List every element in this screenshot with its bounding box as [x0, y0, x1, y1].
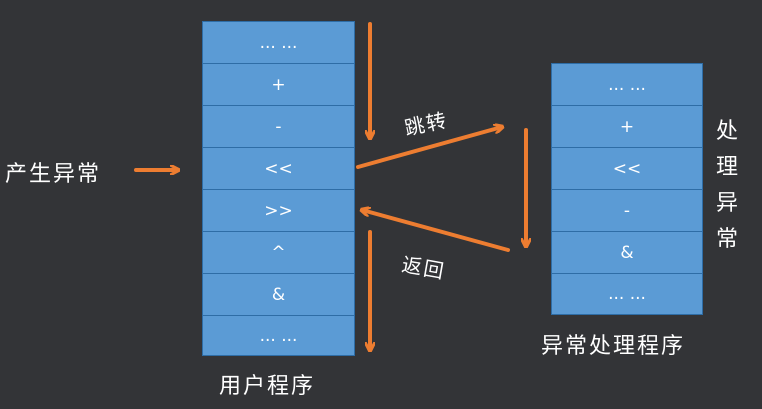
generate-exception-label: 产生异常 — [5, 162, 102, 187]
handle-exception-label: 处 理 异 常 — [716, 114, 738, 258]
handler-cell: ... ... — [551, 273, 703, 315]
handler-cell: & — [551, 231, 703, 274]
user-program-cell: ^ — [202, 231, 355, 274]
user-program-cell: - — [202, 105, 355, 148]
user-program-cell: << — [202, 147, 355, 190]
handler-stack: ... ... + << - & ... ... — [551, 63, 703, 315]
user-program-cell: ... ... — [202, 21, 355, 64]
handle-exception-char: 异 — [716, 191, 739, 216]
handle-exception-char: 理 — [716, 155, 739, 180]
user-program-cell: ... ... — [202, 315, 355, 356]
user-program-cell: & — [202, 273, 355, 316]
handler-title: 异常处理程序 — [541, 334, 686, 359]
handler-cell: << — [551, 147, 703, 190]
jump-arrow — [356, 127, 502, 169]
user-program-title: 用户程序 — [219, 374, 316, 399]
return-arrow — [362, 210, 510, 252]
handle-exception-char: 常 — [716, 227, 739, 252]
handler-cell: - — [551, 189, 703, 232]
handle-exception-char: 处 — [716, 119, 739, 144]
user-program-cell: >> — [202, 189, 355, 232]
user-program-stack: ... ... + - << >> ^ & ... ... — [202, 21, 355, 356]
